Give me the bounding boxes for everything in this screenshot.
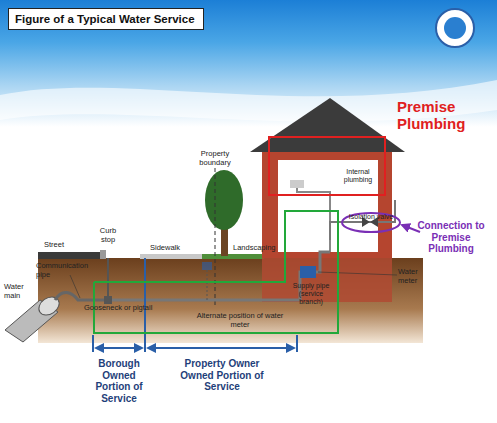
bracket-end xyxy=(296,335,298,352)
tree-canopy xyxy=(205,170,243,230)
part-label: Water meter xyxy=(398,268,430,285)
outline-ellipse xyxy=(342,213,400,232)
curb xyxy=(100,250,106,259)
part-label: Sidewalk xyxy=(150,244,195,253)
box-heading: Premise Plumbing xyxy=(397,98,492,133)
house-basement xyxy=(262,258,392,302)
premise-plumbing-box: Premise PlumbingInternal plumbing xyxy=(268,136,386,196)
figure-title: Figure of a Typical Water Service xyxy=(8,8,204,30)
sink xyxy=(290,180,304,188)
logo-ring xyxy=(436,9,474,47)
leader-line xyxy=(70,275,80,298)
span-arrow xyxy=(148,347,294,349)
water-meter-symbol xyxy=(300,266,316,278)
callout-arrow xyxy=(402,225,420,232)
house-wall xyxy=(262,150,392,258)
landscaping xyxy=(202,254,264,259)
alternate-meter-symbol xyxy=(202,262,212,270)
part-label: Street xyxy=(44,241,84,250)
isolation-valve-ellipse: Isolation valve xyxy=(341,212,401,233)
alternate-meter-line xyxy=(207,270,208,300)
curb-stop-valve xyxy=(104,296,112,304)
part-label: Curb stop xyxy=(94,227,122,244)
ownership-label: Property Owner Owned Portion of Service xyxy=(178,358,266,393)
part-label: Supply pipe (service branch) xyxy=(287,282,335,306)
supply-pipe xyxy=(112,299,300,302)
soil xyxy=(38,258,423,343)
span-arrow xyxy=(96,347,142,349)
part-label: Landscaping xyxy=(233,244,283,253)
callout-text: Connection to Premise Plumbing xyxy=(410,220,492,255)
part-label: Isolation valve xyxy=(343,213,399,221)
part-label: Communication pipe xyxy=(36,262,92,279)
sidewalk xyxy=(140,254,202,259)
part-label: Alternate position of water meter xyxy=(196,312,284,329)
curb-stop-rod xyxy=(107,258,109,300)
logo-core xyxy=(444,17,466,39)
house-roof xyxy=(250,98,405,152)
part-label: Internal plumbing xyxy=(332,168,384,184)
gooseneck-pipe xyxy=(55,292,105,300)
street xyxy=(38,252,100,259)
leader-line xyxy=(318,272,397,275)
property-boundary-line xyxy=(215,168,216,306)
internal-pipe xyxy=(297,188,330,252)
ownership-label: Borough Owned Portion of Service xyxy=(90,358,148,404)
part-label: Gooseneck or pigtail xyxy=(84,304,174,313)
outline-path xyxy=(94,211,338,333)
bracket-end xyxy=(92,335,94,352)
boundary-label: Property boundary xyxy=(190,150,240,167)
part-label: Water main xyxy=(4,283,34,300)
